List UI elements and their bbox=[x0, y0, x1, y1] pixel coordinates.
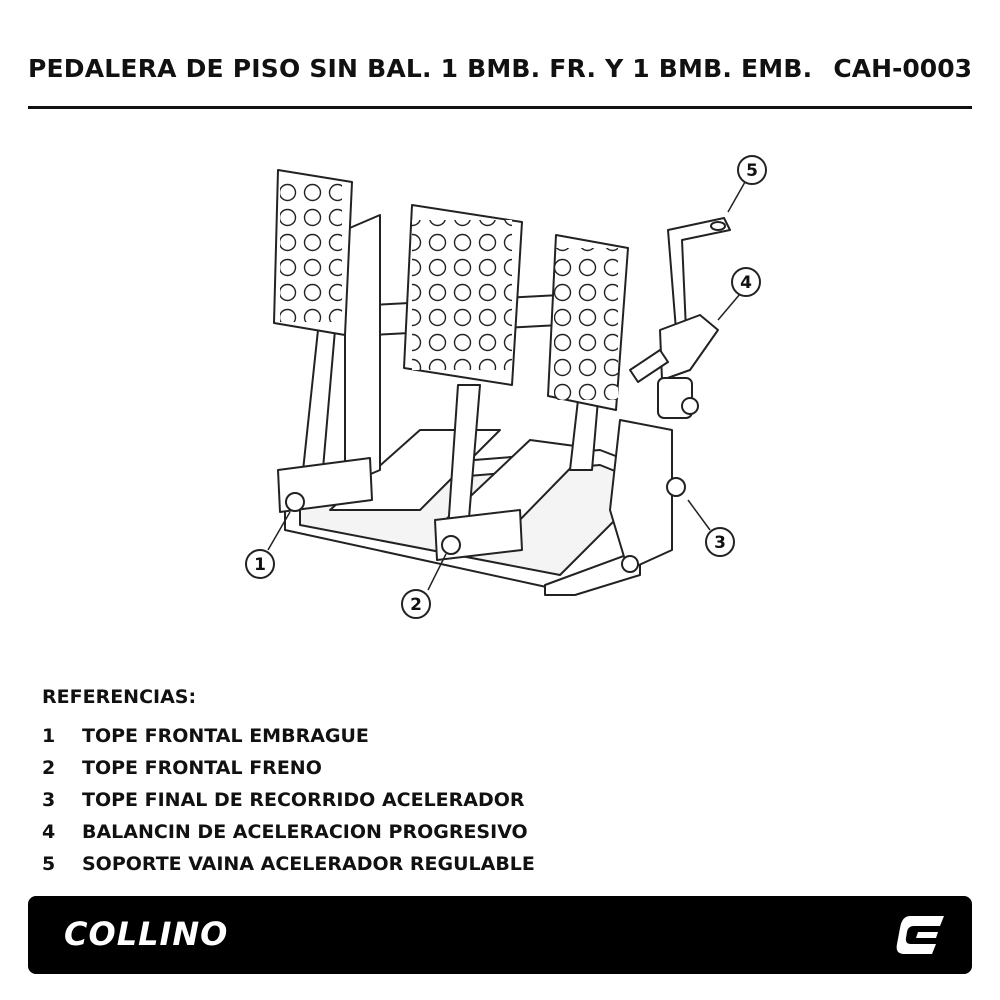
callout-1-label: 1 bbox=[254, 555, 266, 575]
reference-number: 4 bbox=[42, 821, 56, 843]
reference-number: 1 bbox=[42, 725, 56, 747]
callout-2 bbox=[401, 589, 431, 619]
reference-item: 2 TOPE FRONTAL FRENO bbox=[42, 752, 942, 784]
reference-number: 5 bbox=[42, 853, 56, 875]
reference-item: 3 TOPE FINAL DE RECORRIDO ACELERADOR bbox=[42, 784, 942, 816]
header: PEDALERA DE PISO SIN BAL. 1 BMB. FR. Y 1… bbox=[28, 48, 972, 92]
page-title: PEDALERA DE PISO SIN BAL. 1 BMB. FR. Y 1… bbox=[28, 54, 813, 83]
callout-1 bbox=[245, 549, 275, 579]
reference-label: TOPE FINAL DE RECORRIDO ACELERADOR bbox=[82, 789, 525, 811]
cable-bracket bbox=[629, 217, 731, 419]
reference-item: 1 TOPE FRONTAL EMBRAGUE bbox=[42, 720, 942, 752]
callout-3-label: 3 bbox=[714, 533, 726, 553]
reference-number: 2 bbox=[42, 757, 56, 779]
pedal-box-drawing: 1 2 3 4 5 bbox=[245, 155, 767, 619]
reference-label: TOPE FRONTAL FRENO bbox=[82, 757, 322, 779]
right-side-plate bbox=[609, 419, 673, 571]
collino-c-logo-icon bbox=[896, 916, 944, 954]
reference-label: BALANCIN DE ACELERACION PROGRESIVO bbox=[82, 821, 528, 843]
reference-number: 3 bbox=[42, 789, 56, 811]
reference-label: SOPORTE VAINA ACELERADOR REGULABLE bbox=[82, 853, 535, 875]
footer-bar: COLLINO bbox=[28, 896, 972, 974]
callout-4 bbox=[731, 267, 761, 297]
callout-4-label: 4 bbox=[740, 273, 752, 293]
callout-2-label: 2 bbox=[410, 595, 422, 615]
throttle-pedal bbox=[547, 234, 629, 471]
stop-bolt-throttle bbox=[666, 477, 686, 497]
callout-5 bbox=[737, 155, 767, 185]
callout-3 bbox=[705, 527, 735, 557]
product-code: CAH-0003 bbox=[833, 54, 972, 83]
left-side-plate bbox=[344, 214, 381, 486]
reference-item: 5 SOPORTE VAINA ACELERADOR REGULABLE bbox=[42, 848, 942, 880]
brand-logo-text: COLLINO bbox=[64, 915, 229, 953]
stop-bolt-brake bbox=[441, 535, 461, 555]
references-title: REFERENCIAS: bbox=[42, 686, 197, 708]
stop-bolt-clutch bbox=[285, 492, 305, 512]
brake-pedal bbox=[403, 204, 523, 561]
reference-label: TOPE FRONTAL EMBRAGUE bbox=[82, 725, 369, 747]
reference-item: 4 BALANCIN DE ACELERACION PROGRESIVO bbox=[42, 816, 942, 848]
callout-5-label: 5 bbox=[746, 161, 758, 181]
references-section: REFERENCIAS: 1 TOPE FRONTAL EMBRAGUE 2 T… bbox=[42, 686, 942, 880]
header-divider bbox=[28, 106, 972, 109]
bolt-extra bbox=[621, 555, 639, 573]
